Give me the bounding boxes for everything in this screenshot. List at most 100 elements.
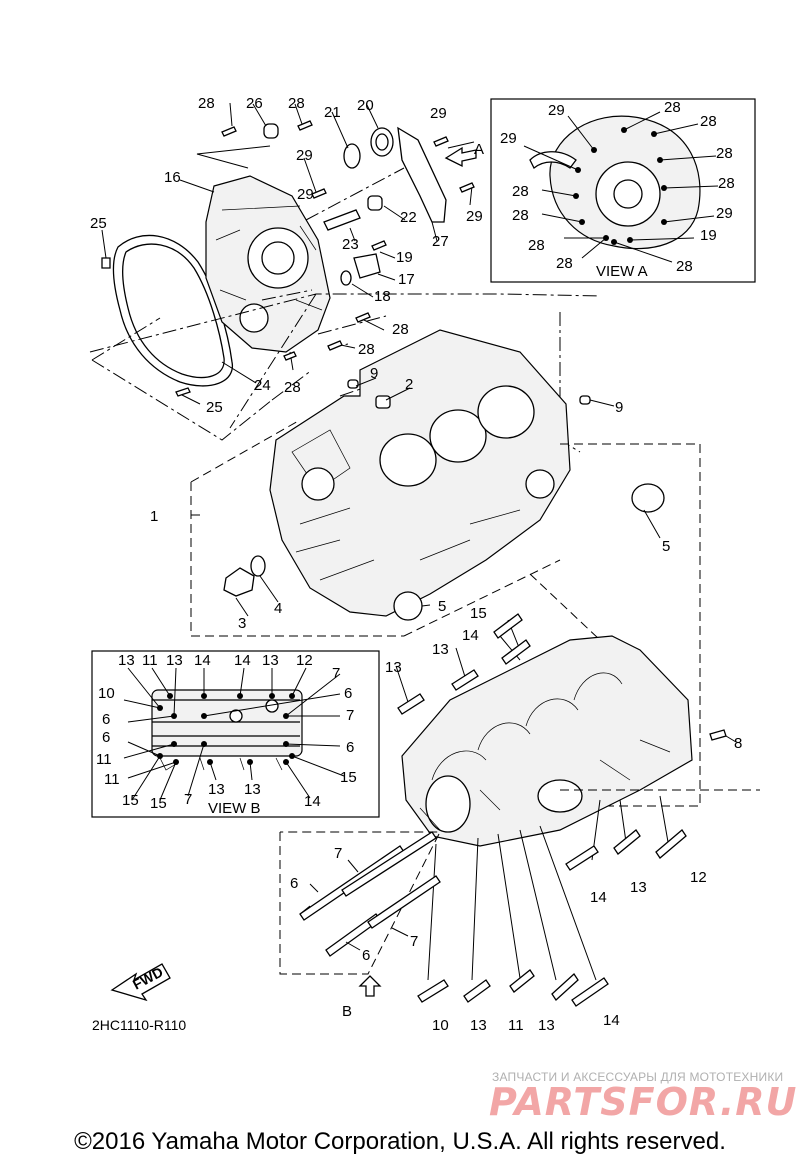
view-b-label: 11 — [96, 751, 112, 768]
bushing-5b — [393, 591, 423, 621]
view-b-label: 14 — [194, 652, 211, 669]
shaft-23 — [323, 209, 361, 231]
copyright-notice: ©2016 Yamaha Motor Corporation, U.S.A. A… — [74, 1128, 726, 1155]
view-b-label: 6 — [102, 711, 110, 728]
callout-21: 21 — [324, 104, 341, 121]
callout-4: 4 — [274, 600, 282, 617]
view-b-arrow-label: B — [342, 1003, 352, 1020]
callout-13d: 13 — [470, 1017, 487, 1034]
plug-22 — [367, 195, 383, 211]
view-a-arrow — [444, 146, 477, 168]
callout-2: 2 — [405, 376, 413, 393]
callout-14c: 14 — [603, 1012, 620, 1029]
callout-9a: 9 — [370, 365, 378, 382]
view-b-label: 7 — [332, 665, 340, 682]
callout-28c: 28 — [392, 321, 409, 338]
view-b-label: 11 — [104, 771, 120, 788]
view-b-title: VIEW B — [208, 800, 261, 817]
view-b-labels: VIEW B 13 11 13 14 14 13 12 10 7 6 6 7 6… — [96, 652, 357, 817]
callout-7b: 7 — [410, 933, 418, 950]
callout-7a: 7 — [334, 845, 342, 862]
view-b-label: 6 — [344, 685, 352, 702]
view-b-box — [91, 650, 380, 818]
callout-1: 1 — [150, 508, 158, 525]
callout-13c: 13 — [630, 879, 647, 896]
callout-3: 3 — [238, 615, 246, 632]
view-b-label: 12 — [296, 652, 313, 669]
callout-6a: 6 — [290, 875, 298, 892]
callout-24: 24 — [254, 377, 271, 394]
callout-13a: 13 — [432, 641, 449, 658]
callout-13e: 13 — [538, 1017, 555, 1034]
watermark-subtitle: ЗАПЧАСТИ И АКСЕССУАРЫ ДЛЯ МОТОТЕХНИКИ — [492, 1070, 784, 1084]
callout-29b: 29 — [297, 186, 314, 203]
callout-5b: 5 — [438, 598, 446, 615]
view-a-labels: VIEW A 29 28 28 29 28 28 28 28 29 28 19 … — [500, 99, 735, 280]
callout-labels: 28 26 28 21 20 29 16 29 22 25 23 19 17 1… — [90, 95, 742, 1034]
callout-28d: 28 — [358, 341, 375, 358]
callout-12: 12 — [690, 869, 707, 886]
view-a-label: 28 — [556, 255, 573, 272]
sensor-17 — [353, 253, 381, 279]
view-b-label: 14 — [234, 652, 251, 669]
o-ring-21 — [343, 143, 361, 169]
callout-23: 23 — [342, 236, 359, 253]
callout-29c: 29 — [430, 105, 447, 122]
callout-29a: 29 — [296, 147, 313, 164]
callout-10: 10 — [432, 1017, 449, 1034]
view-b-label: 15 — [150, 795, 167, 812]
view-a-label: 28 — [700, 113, 717, 130]
view-b-label: 13 — [244, 781, 261, 798]
view-b-label: 15 — [122, 792, 139, 809]
view-b-label: 6 — [102, 729, 110, 746]
diagram-code: 2HC1110-R110 — [92, 1017, 186, 1033]
bracket-27 — [397, 126, 447, 223]
view-a-label: 28 — [716, 145, 733, 162]
callout-18: 18 — [374, 288, 391, 305]
crankcase-bolts — [299, 613, 687, 1007]
callout-22: 22 — [400, 209, 417, 226]
callout-19: 19 — [396, 249, 413, 266]
lower-crankcase — [279, 619, 760, 981]
callout-6b: 6 — [362, 947, 370, 964]
view-b-label: 11 — [142, 652, 158, 669]
view-a-arrow-label: A — [474, 141, 484, 158]
view-a-label: 28 — [512, 183, 529, 200]
collar-26 — [263, 123, 279, 139]
callout-5a: 5 — [662, 538, 670, 555]
crankcase-cover-group — [91, 102, 475, 441]
bolt-8 — [709, 729, 727, 741]
dowel-2 — [375, 395, 391, 409]
callout-15: 15 — [470, 605, 487, 622]
view-b-label: 13 — [118, 652, 135, 669]
callout-17: 17 — [398, 271, 415, 288]
view-b-label: 13 — [166, 652, 183, 669]
callout-26: 26 — [246, 95, 263, 112]
view-a-label: 28 — [664, 99, 681, 116]
view-a-label: 29 — [500, 130, 517, 147]
callout-29d: 29 — [466, 208, 483, 225]
view-a-label: 19 — [700, 227, 717, 244]
upper-crankcase-1 — [89, 293, 701, 807]
callout-27: 27 — [432, 233, 449, 250]
view-a-label: 29 — [716, 205, 733, 222]
view-b-label: 13 — [208, 781, 225, 798]
view-a-label: 28 — [676, 258, 693, 275]
view-b-label: 15 — [340, 769, 357, 786]
bolts-28-29 — [101, 120, 475, 397]
bushing-5a — [631, 483, 665, 513]
view-a-label: 29 — [548, 102, 565, 119]
callout-14a: 14 — [462, 627, 479, 644]
view-a-box — [490, 98, 756, 283]
view-b-label: 14 — [304, 793, 321, 810]
callout-11: 11 — [508, 1017, 524, 1034]
view-b-label: 7 — [184, 791, 192, 808]
view-b-arrow — [358, 975, 382, 997]
view-a-label: 28 — [512, 207, 529, 224]
callout-28a: 28 — [198, 95, 215, 112]
view-b-label: 13 — [262, 652, 279, 669]
callout-28e: 28 — [284, 379, 301, 396]
view-a-label: 28 — [528, 237, 545, 254]
o-ring-4 — [250, 555, 266, 577]
